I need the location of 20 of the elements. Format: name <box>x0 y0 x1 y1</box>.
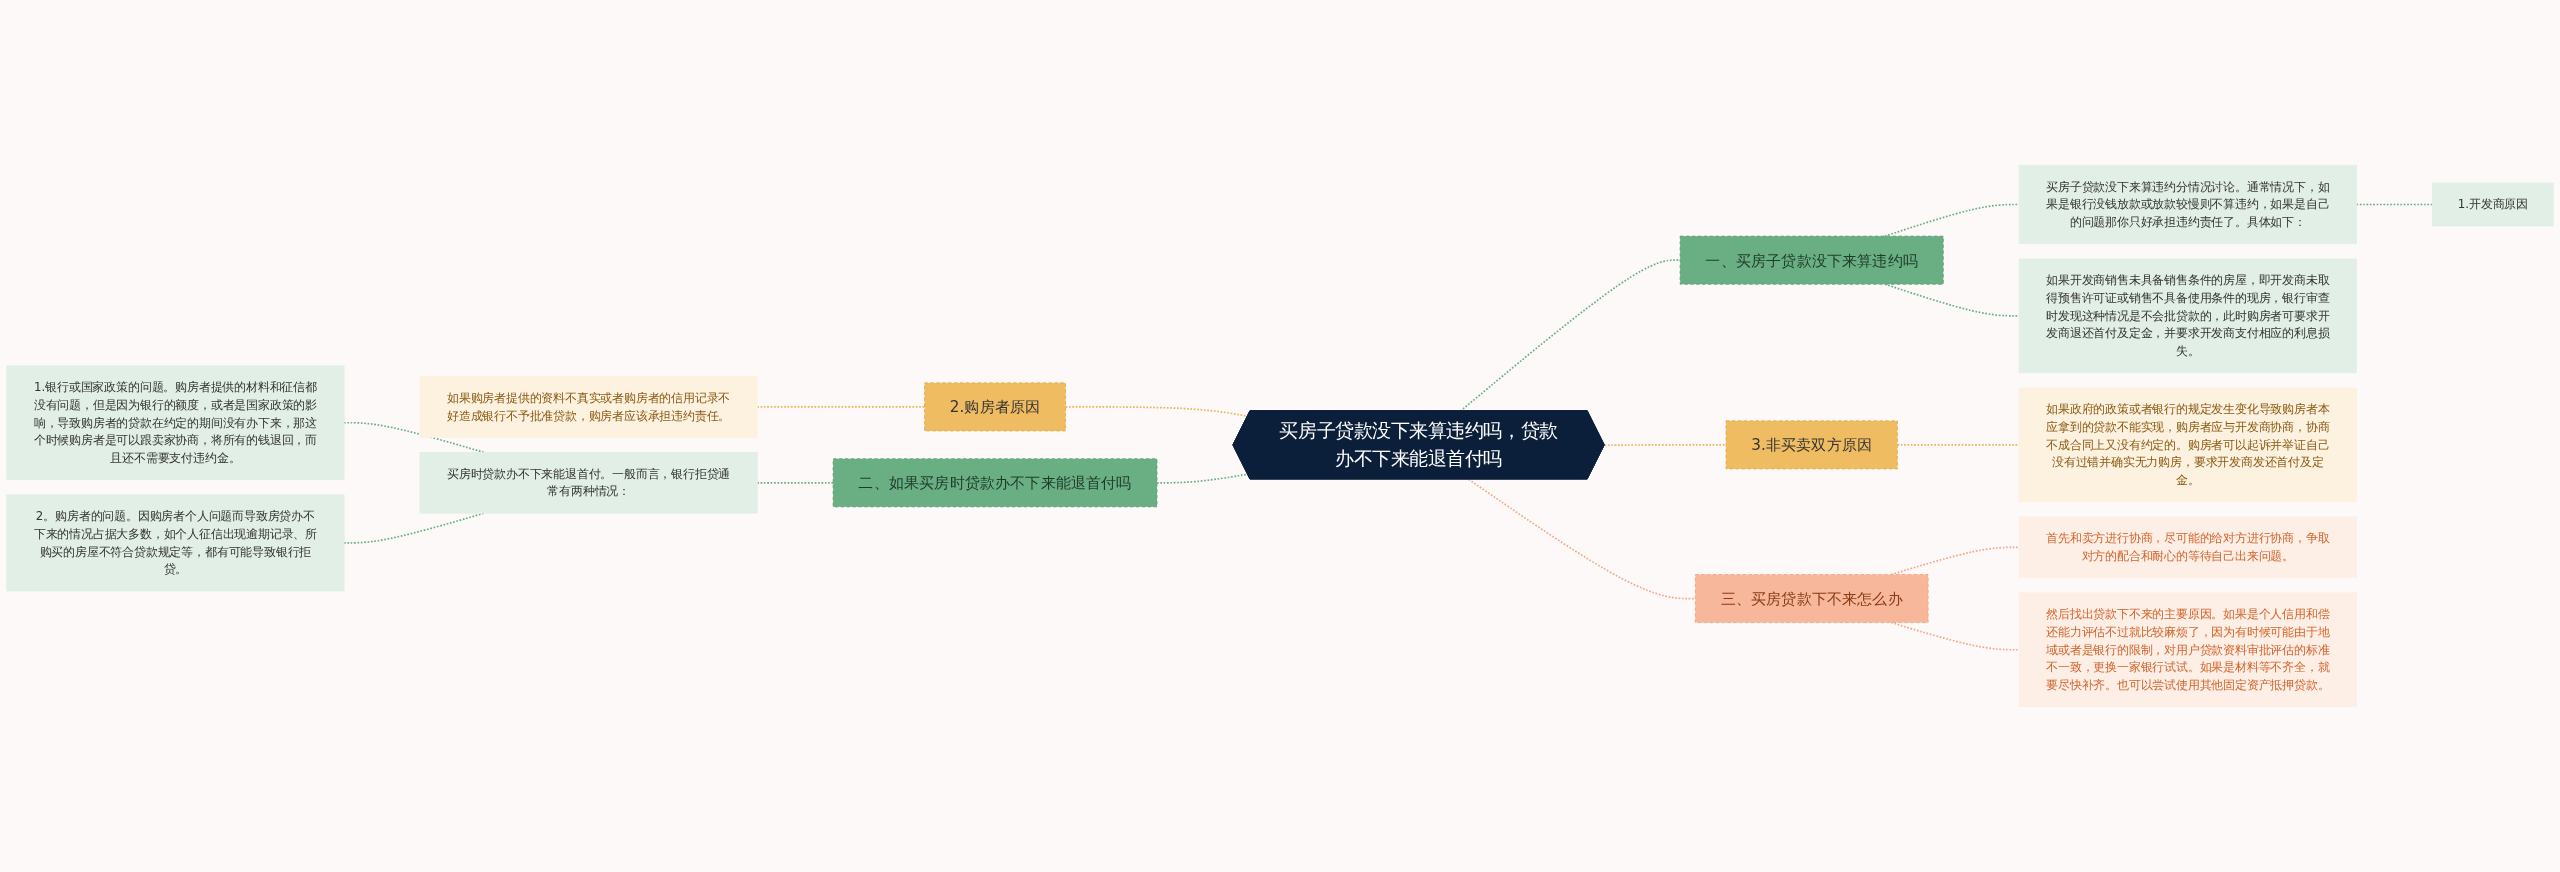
node-box: 买房子贷款没下来算违约分情况讨论。通常情况下，如果是银行没钱放款或放款较慢则不算违约，如果是自己的问题那你只好承担违约责任了。具体如下： <box>2018 164 2357 245</box>
connector <box>1603 444 1727 447</box>
node-box: 如果开发商销售未具备销售条件的房屋，即开发商未取得预售许可证或销售不具备使用条件的现房，银行审查时发现这种情况是不会批贷款的，此时购房者可要求开发商退还首付及定金，并要求开发商支付相应的利息损失。 <box>2018 258 2357 374</box>
node-box: 二、如果买房时贷款办不下来能退首付吗 <box>832 458 1158 508</box>
node-box: 首先和卖方进行协商，尽可能的给对方进行协商，争取对方的配合和耐心的等待自己出来问题。 <box>2018 516 2357 579</box>
node-box: 三、买房贷款下不来怎么办 <box>1694 574 1929 623</box>
node-box: 买房时贷款办不下来能退首付。一般而言，银行拒贷通常有两种情况： <box>419 452 758 514</box>
connector <box>1064 406 1249 418</box>
node-box: 然后找出贷款下不来的主要原因。如果是个人信用和偿还能力评估不过就比较麻烦了，因为有时候可能由于地域或者是银行的限制，对用户贷款资料审批评估的标准不一致，更换一家银行试试。如果是材料等不齐全，就要尽快补齐。也可以尝试使用其他固定资产抵押贷款。 <box>2018 592 2357 708</box>
connector <box>1156 473 1249 484</box>
node-box: 3.非买卖双方原因 <box>1725 420 1898 470</box>
node-box: 一、买房子贷款没下来算违约吗 <box>1679 235 1944 285</box>
node-box: 如果购房者提供的资料不真实或者购房者的信用记录不好造成银行不予批准贷款，购房者应该承担违约责任。 <box>419 376 758 438</box>
node-box: 2.购房者原因 <box>924 382 1066 432</box>
node-box: 1.银行或国家政策的问题。购房者提供的材料和征信都没有问题，但是因为银行的额度，或者是国家政策的影响，导致购房者的贷款在约定的期间没有办下来，那这个时候购房者是可以跟卖家协商，将所有的钱退回，而且还不需要支付违约金。 <box>6 365 345 481</box>
node-box: 如果政府的政策或者银行的规定发生变化导致购房者本应拿到的贷款不能实现，购房者应与开发商协商，协商不成合同上又没有约定的。购房者可以起诉并举证自己没有过错并确实无力购房，要求开发商发还首付及定金。 <box>2018 387 2357 503</box>
connector <box>1896 444 2020 446</box>
node-box: 1.开发商原因 <box>2431 182 2554 227</box>
node-box: 2。购房者的问题。因购房者个人问题而导致房贷办不下来的情况占据大多数，如个人征信出现逾期记录、所购买的房屋不符合贷款规定等，都有可能导致银行拒贷。 <box>6 494 345 592</box>
connector <box>2355 203 2434 206</box>
